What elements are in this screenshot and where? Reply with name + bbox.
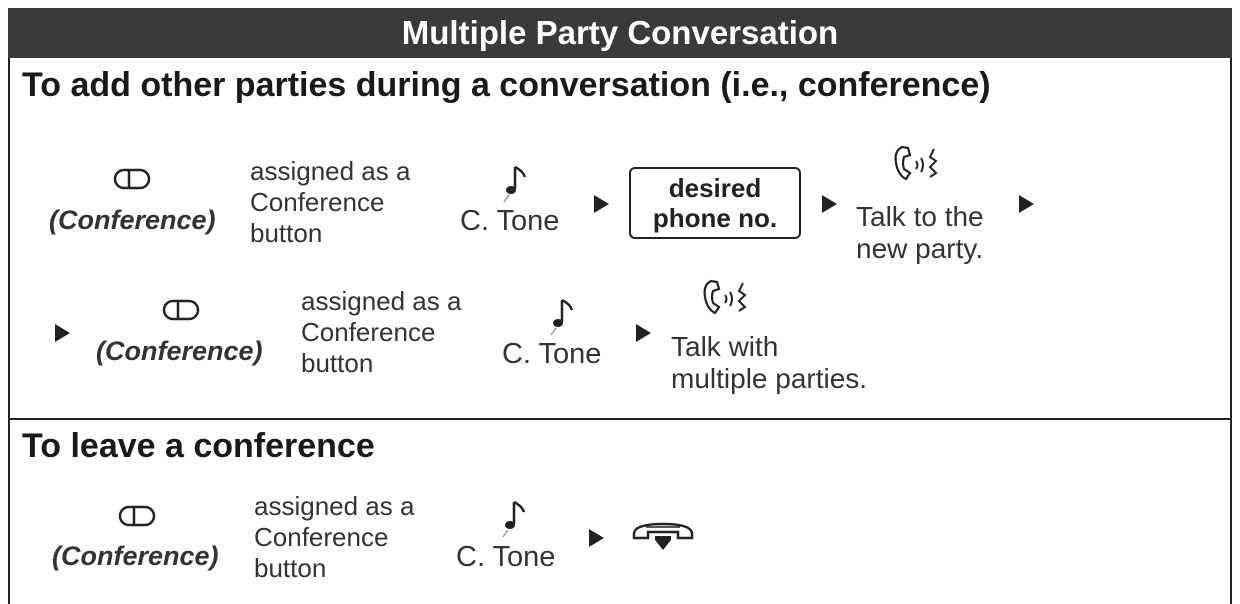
next-step-arrow-icon — [822, 195, 837, 213]
talk-with-multiple-parties-text: Talk with multiple parties. — [671, 331, 868, 394]
flexible-button-icon — [162, 299, 200, 321]
page-title: Multiple Party Conversation — [8, 8, 1232, 58]
on-hook-icon — [632, 522, 694, 550]
talk-to-new-party-text: Talk to the new party. — [856, 201, 984, 264]
assigned-as-conference-text: assigned as a Conference button — [254, 491, 415, 583]
desired-phone-number-box: desired phone no. — [629, 167, 801, 239]
next-step-arrow-icon — [1019, 195, 1034, 213]
next-step-arrow-icon — [589, 529, 604, 547]
confirmation-tone-icon — [503, 165, 527, 203]
talk-icon — [703, 279, 747, 315]
confirmation-tone-icon — [502, 500, 526, 538]
confirmation-tone-label: C. Tone — [460, 205, 560, 237]
confirmation-tone-icon — [550, 298, 574, 336]
confirmation-tone-label: C. Tone — [502, 338, 602, 370]
next-step-arrow-icon — [636, 324, 651, 342]
flexible-button-icon — [118, 505, 156, 527]
confirmation-tone-label: C. Tone — [456, 541, 556, 573]
flexible-button-icon — [113, 168, 151, 190]
conference-label: (Conference) — [49, 205, 216, 235]
talk-icon — [894, 145, 938, 181]
next-step-arrow-icon — [594, 195, 609, 213]
assigned-as-conference-text: assigned as a Conference button — [301, 286, 462, 378]
section-title-leave-conference: To leave a conference — [22, 427, 375, 465]
conference-label: (Conference) — [52, 541, 219, 571]
section-title-add-parties: To add other parties during a conversati… — [22, 66, 991, 104]
page-frame — [8, 8, 1232, 604]
next-step-arrow-icon — [55, 324, 70, 342]
conference-label: (Conference) — [96, 336, 263, 366]
assigned-as-conference-text: assigned as a Conference button — [250, 156, 411, 248]
section-divider — [8, 418, 1232, 420]
